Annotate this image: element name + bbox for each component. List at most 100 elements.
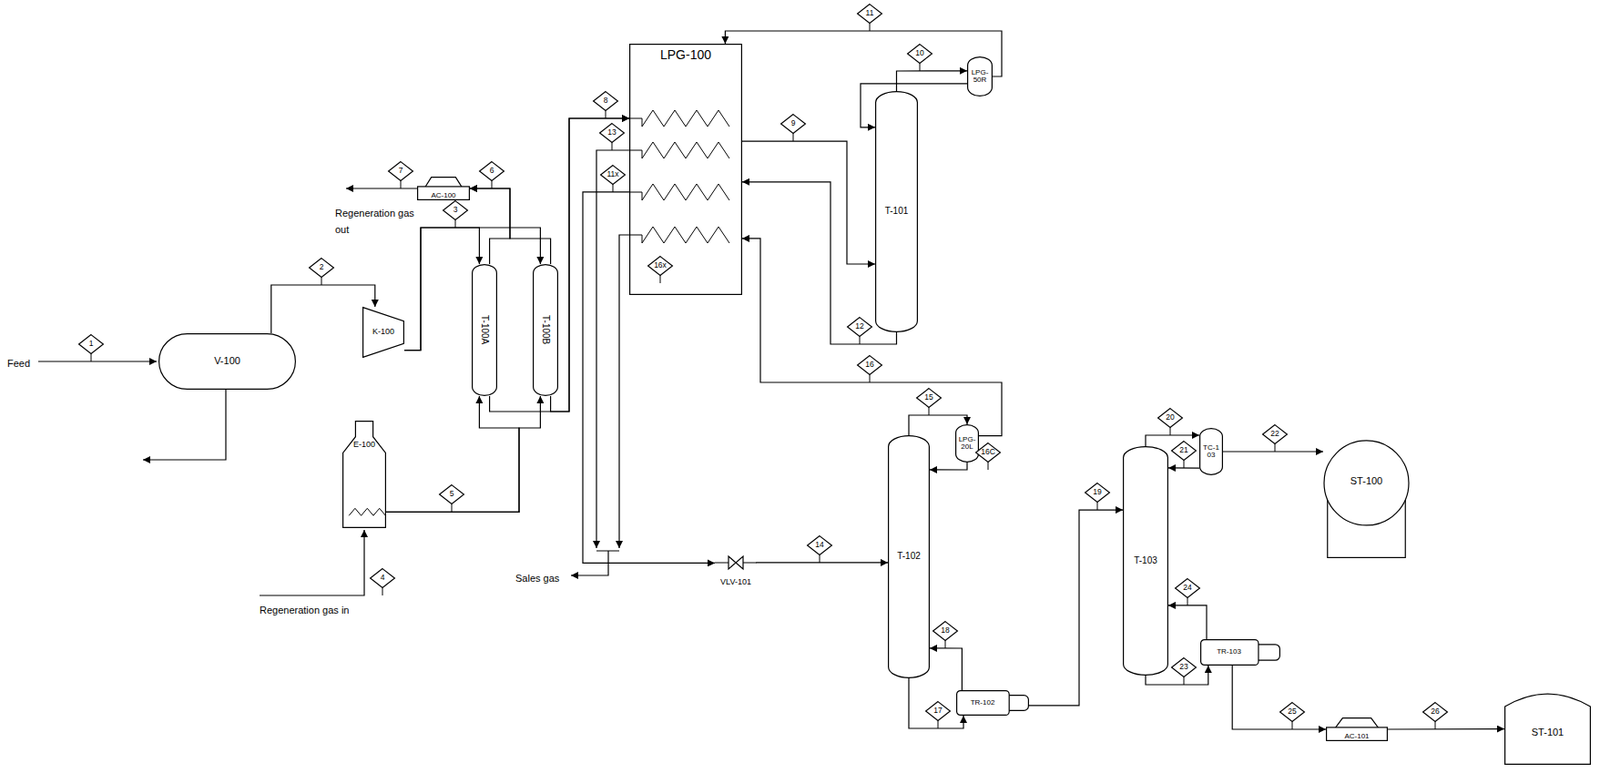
valve: VLV-101	[714, 553, 757, 587]
equipment-tag: T-100B	[540, 315, 551, 345]
sales-gas-line	[596, 150, 630, 549]
sphere-tank-outline	[1323, 438, 1410, 559]
reflux-drum: LPG-50R	[967, 56, 993, 97]
stream-number: 14	[815, 540, 824, 550]
air-cooler: AC-100	[417, 176, 470, 201]
stream-tag: 25	[1279, 702, 1305, 730]
stream-number: 13	[607, 128, 616, 137]
equipment-tag: E-100	[353, 440, 376, 449]
stream-tag: 26	[1422, 702, 1448, 730]
stream-tag: 10	[907, 43, 933, 72]
stream-tag-outline	[975, 442, 1001, 470]
stream-tag-outline	[478, 161, 505, 189]
stream-number: 21	[1179, 446, 1188, 455]
equipment-tag: VLV-101	[720, 578, 752, 587]
stream-tag: 13	[599, 122, 625, 151]
stream-line	[489, 118, 630, 412]
stream-number: 7	[398, 166, 404, 175]
stream-number: 19	[1092, 488, 1101, 497]
equipment-tag: TC-103	[1202, 444, 1221, 460]
stream-tag-outline	[1084, 482, 1111, 510]
stream-tag-outline	[387, 161, 414, 189]
stream-tag: 1	[78, 334, 104, 362]
stream-tag-outline	[907, 43, 933, 72]
stream-tag: 23	[1171, 657, 1197, 685]
column-vessel: T-100B	[532, 264, 559, 397]
stream-tag-outline	[1157, 407, 1183, 436]
stream-tag-outline	[925, 701, 951, 729]
stream-tag: 11x	[600, 164, 626, 193]
stream-tag-outline	[806, 535, 833, 563]
stream-line	[1145, 435, 1200, 447]
stream-number: 17	[933, 706, 942, 715]
reboiler: TR-103	[1200, 639, 1281, 666]
stream-line	[1222, 450, 1324, 452]
stream-tag-outline	[1422, 702, 1448, 730]
equipment-tag: T-102	[896, 551, 921, 562]
equipment-tag: T-100A	[479, 315, 490, 345]
equipment-tag: LPG-100	[660, 48, 712, 62]
stream-tag: 7	[387, 161, 414, 189]
equipment-tag: AC-101	[1344, 733, 1369, 741]
stream-line	[469, 188, 510, 265]
stream-tag-outline	[1279, 702, 1305, 730]
stream-tag: 16C	[975, 442, 1001, 470]
stream-tag: 17	[925, 701, 951, 729]
heater-outline	[342, 420, 387, 529]
equipment-tag: T-101	[885, 206, 909, 217]
stream-number: 1	[89, 339, 94, 348]
stream-tag: 2	[308, 257, 335, 286]
stream-tag-outline	[1262, 424, 1288, 452]
stream-number: 2	[319, 263, 325, 272]
stream-line	[1387, 728, 1505, 731]
equipment-tag: LPG-20L	[957, 436, 977, 452]
stream-number: 10	[915, 49, 924, 58]
stream-line	[908, 678, 964, 729]
stream-tag-outline	[856, 3, 883, 31]
stream-tag: 19	[1084, 482, 1111, 510]
equipment-tag: TR-102	[970, 699, 996, 707]
stream-line	[386, 396, 520, 512]
label-text: Regeneration gas out	[335, 207, 415, 235]
regen-gas-out-line	[346, 187, 418, 189]
equipment-tag: K-100	[372, 327, 395, 337]
label-text: Sales gas	[515, 572, 560, 584]
stream-tag: 22	[1262, 424, 1288, 452]
label-text: Regeneration gas in	[259, 604, 349, 616]
regen-gas-in-line	[259, 529, 365, 596]
stream-number: 12	[855, 322, 864, 331]
stream-line	[742, 182, 897, 345]
stream-number: 24	[1182, 583, 1192, 592]
stream-line	[1029, 509, 1123, 706]
label-text: Feed	[7, 357, 31, 369]
stream-line	[550, 118, 630, 412]
stream-label: Regeneration gas in	[259, 601, 351, 618]
stream-number: 15	[924, 393, 933, 402]
stream-tag: 18	[932, 621, 958, 649]
stream-tag: 8	[592, 91, 619, 119]
stream-tag: 20	[1157, 407, 1183, 436]
stream-number: 22	[1270, 429, 1279, 439]
stream-number: 26	[1430, 707, 1439, 716]
column-vessel: T-101	[875, 91, 918, 333]
stream-number: 23	[1179, 662, 1188, 672]
stream-number: 11	[866, 9, 875, 18]
stream-tag: 16x	[647, 255, 673, 284]
stream-line	[896, 71, 969, 92]
stream-line	[742, 141, 876, 265]
stream-tag-outline	[438, 484, 465, 512]
stream-number: 5	[449, 489, 455, 499]
stream-tag-outline	[1174, 578, 1201, 606]
stream-line	[756, 561, 888, 564]
stream-number: 4	[380, 573, 386, 582]
stream-tag: 11	[856, 3, 883, 31]
column-vessel: T-100A	[471, 264, 498, 397]
feed-line	[38, 360, 157, 362]
equipment-tag: AC-100	[430, 192, 456, 200]
stream-tag-outline	[647, 255, 673, 284]
stream-label: Sales gas	[515, 569, 580, 586]
stream-number: 11x	[606, 170, 619, 179]
stream-line	[404, 227, 479, 351]
reflux-drum: TC-103	[1199, 428, 1223, 476]
equipment-tag: V-100	[214, 356, 241, 367]
